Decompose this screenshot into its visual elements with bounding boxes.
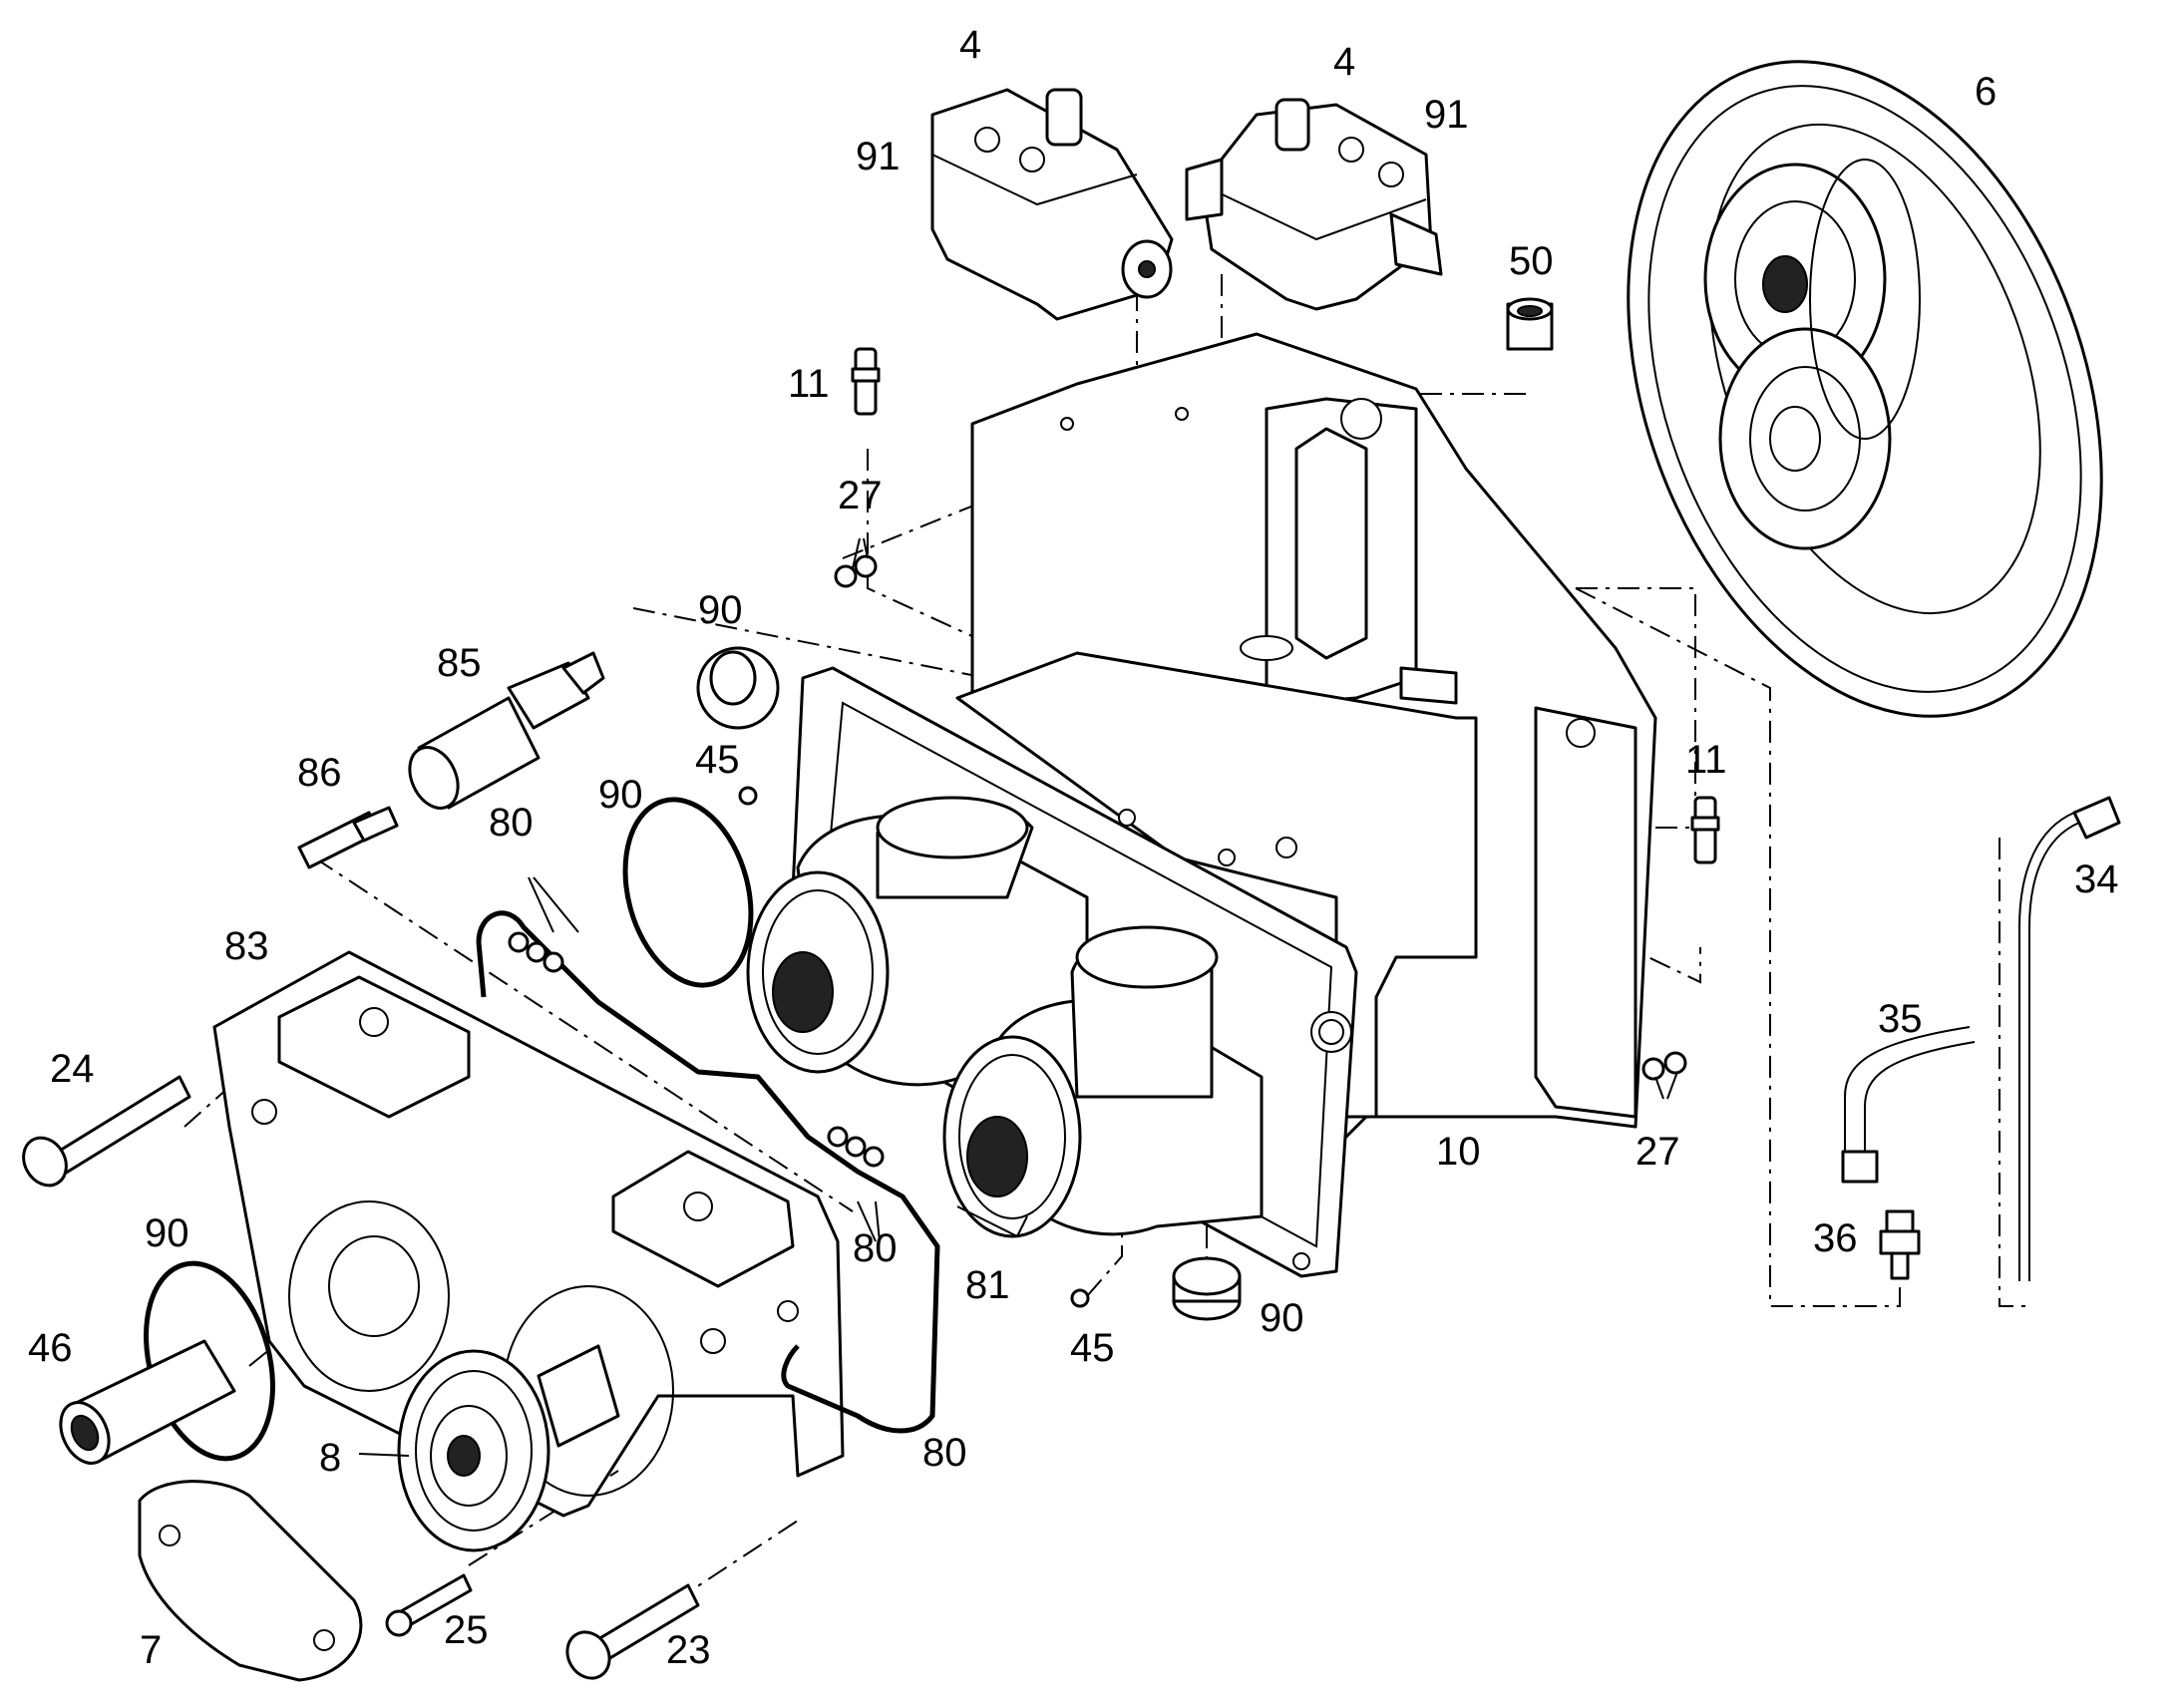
callout-86: 86: [297, 751, 342, 795]
fitting-left: [851, 347, 881, 416]
drive-shaft-46: [59, 1339, 236, 1465]
o-ring-upper: [622, 797, 754, 988]
callout-80-middle: 80: [853, 1226, 898, 1270]
bolt-24: [22, 1075, 191, 1188]
hydraulic-pump-upper: [746, 796, 1089, 1087]
cover-plate-7: [138, 1480, 363, 1682]
callout-24: 24: [50, 1047, 95, 1091]
callout-10: 10: [1436, 1130, 1481, 1174]
gasket-seal: [476, 910, 940, 1434]
callout-80-upper: 80: [489, 801, 534, 845]
callout-23: 23: [666, 1628, 711, 1672]
plug-upper: [696, 646, 780, 730]
sensor-85: [408, 651, 605, 810]
leader-lines: [358, 537, 1678, 1457]
screws-27-lower: [1641, 1051, 1687, 1081]
screws-27-upper: [834, 554, 878, 588]
callout-46: 46: [28, 1326, 73, 1370]
callout-25: 25: [444, 1608, 489, 1652]
elbow-35: [1841, 1026, 1976, 1184]
callout-labels: 4 91 4 91 6 50 11 27 90 85 45 86 90 80 1…: [28, 23, 2119, 1672]
callout-27-lower: 27: [1635, 1130, 1680, 1174]
callout-11-left: 11: [788, 362, 830, 406]
hydraulic-pump-lower: [942, 925, 1264, 1238]
callout-90-o-ring-lower: 90: [145, 1211, 189, 1255]
callout-90-plug-upper: 90: [698, 588, 743, 632]
filter-cap: [1506, 297, 1554, 351]
callout-83: 83: [224, 924, 269, 968]
bolt-23: [565, 1583, 700, 1680]
callout-90-plug-lower: 90: [1260, 1296, 1304, 1340]
callout-45-lower: 45: [1070, 1326, 1115, 1370]
adapter-86: [297, 806, 399, 869]
control-valve-right: [1185, 98, 1443, 311]
callout-27-upper: 27: [838, 474, 883, 517]
callout-35: 35: [1878, 997, 1923, 1041]
control-valve-left: [930, 88, 1174, 321]
callout-7: 7: [140, 1628, 162, 1672]
bolt-25: [385, 1573, 473, 1637]
plug-45-lower: [1070, 1288, 1090, 1308]
callout-45-upper: 45: [695, 738, 740, 782]
fitting-right: [1690, 796, 1720, 864]
sensor-cable-34: [2018, 796, 2121, 1281]
plug-lower: [1172, 1256, 1242, 1321]
callout-6: 6: [1975, 70, 1997, 114]
callout-91-left: 91: [856, 135, 901, 178]
callout-8: 8: [319, 1436, 341, 1480]
callout-80-lower: 80: [922, 1431, 967, 1475]
callout-36: 36: [1813, 1216, 1858, 1260]
callout-4-left: 4: [959, 23, 981, 67]
pump-support-cover: [212, 950, 845, 1518]
callout-81: 81: [965, 1263, 1010, 1307]
gear-cover-plate: [1627, 60, 2103, 718]
callout-91-right: 91: [1424, 93, 1469, 137]
callout-85: 85: [437, 641, 482, 685]
callout-34: 34: [2074, 857, 2119, 901]
callout-4-right: 4: [1333, 40, 1355, 84]
coupling-8: [397, 1344, 620, 1552]
callout-11-right: 11: [1685, 738, 1727, 782]
plug-45-upper: [738, 786, 758, 806]
callout-90-o-ring-upper: 90: [598, 773, 643, 817]
fitting-36: [1879, 1209, 1921, 1280]
callout-50: 50: [1509, 239, 1554, 283]
